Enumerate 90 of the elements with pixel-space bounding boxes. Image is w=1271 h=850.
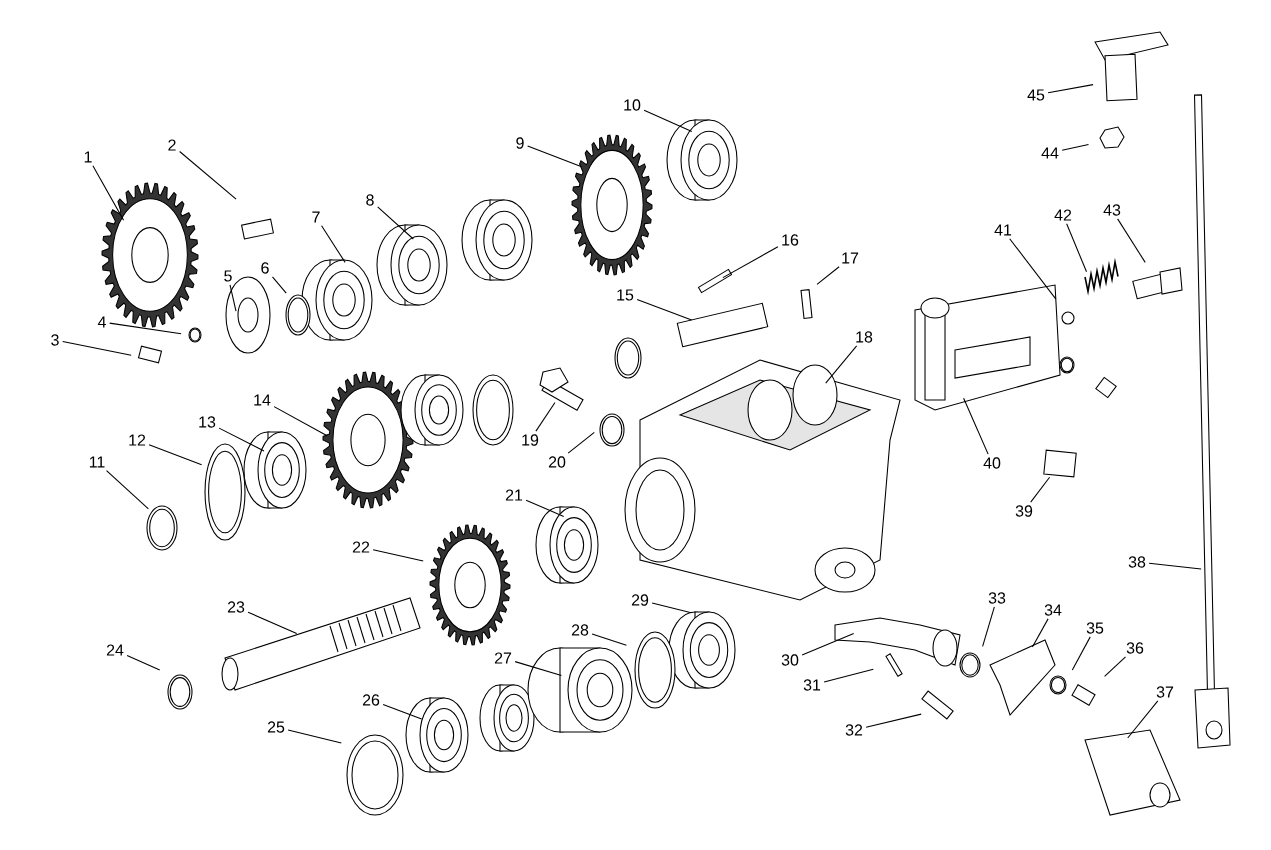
- callout-number: 29: [631, 594, 649, 606]
- leader-line: [1066, 223, 1088, 273]
- callout-number: 31: [803, 679, 821, 691]
- callout-number: 25: [267, 721, 285, 733]
- callout-number: 32: [845, 724, 863, 736]
- callout-number: 40: [983, 457, 1001, 469]
- leader-line: [1031, 618, 1049, 648]
- leader-line: [982, 606, 995, 647]
- callout-number: 11: [89, 456, 105, 468]
- leader-line: [377, 206, 414, 240]
- leader-line: [287, 729, 342, 744]
- leader-line: [963, 397, 989, 455]
- callout-number: 17: [842, 252, 859, 264]
- leader-line: [92, 165, 125, 221]
- leader-line: [1071, 636, 1091, 671]
- callout-number: 5: [224, 270, 232, 282]
- callout-number: 2: [168, 139, 176, 151]
- callout-number: 19: [522, 434, 539, 446]
- leader-line: [514, 661, 562, 676]
- leader-line: [271, 276, 287, 294]
- callout-number: 42: [1054, 209, 1072, 221]
- callout-number: 9: [516, 137, 524, 149]
- leader-line: [1009, 238, 1057, 300]
- leader-line: [62, 341, 132, 356]
- leader-line: [372, 549, 424, 562]
- callout-number: 13: [199, 416, 216, 428]
- callout-number: 26: [362, 694, 380, 706]
- callout-number: 28: [571, 624, 589, 636]
- leader-line: [722, 246, 779, 279]
- leader-line: [825, 345, 858, 384]
- leader-line: [567, 431, 595, 454]
- callout-number: 23: [227, 601, 245, 613]
- callout-number: 45: [1027, 89, 1045, 101]
- leader-line: [109, 322, 182, 335]
- callout-number: 18: [856, 331, 873, 343]
- callout-number: 27: [494, 652, 512, 664]
- callout-number: 14: [254, 394, 271, 406]
- leader-line: [218, 427, 265, 452]
- callout-number: 1: [84, 151, 92, 163]
- leader-line: [126, 654, 161, 671]
- callout-number: 22: [352, 541, 370, 553]
- leader-line: [1061, 143, 1090, 151]
- leader-line: [651, 602, 692, 614]
- callout-number: 36: [1126, 642, 1144, 654]
- callout-number: 20: [548, 456, 566, 468]
- callout-number: 4: [97, 316, 106, 328]
- leader-line: [148, 444, 203, 466]
- callout-number: 30: [781, 654, 799, 666]
- callout-number: 10: [624, 99, 641, 111]
- leader-line: [525, 499, 565, 517]
- leader-line: [801, 632, 855, 656]
- callout-number: 38: [1128, 556, 1146, 568]
- callout-number: 8: [366, 194, 374, 206]
- leader-line: [1047, 84, 1094, 94]
- leader-line: [1030, 476, 1051, 503]
- leader-line: [1117, 218, 1146, 263]
- leader-line: [179, 150, 237, 200]
- callout-number: 12: [129, 434, 146, 446]
- leader-line: [1127, 700, 1159, 739]
- leader-line: [321, 225, 346, 263]
- callout-number: 37: [1156, 686, 1174, 698]
- leader-line: [535, 401, 556, 432]
- callout-number: 41: [994, 224, 1012, 236]
- callout-number: 35: [1086, 622, 1104, 634]
- callout-number: 44: [1041, 147, 1059, 159]
- leader-line: [816, 266, 840, 285]
- callout-number: 43: [1103, 204, 1121, 216]
- callout-number: 16: [782, 234, 799, 246]
- leader-line: [1148, 562, 1202, 570]
- callout-number: 21: [505, 489, 523, 501]
- leader-line: [591, 633, 627, 646]
- callout-number: 39: [1015, 505, 1033, 517]
- callout-number: 33: [988, 592, 1006, 604]
- leader-line: [865, 713, 922, 728]
- leader-line: [382, 704, 423, 720]
- leader-line: [229, 284, 237, 312]
- leader-line: [823, 668, 874, 683]
- callout-number: 7: [312, 211, 320, 223]
- leader-line: [273, 406, 328, 437]
- leader-line: [1104, 656, 1127, 677]
- leader-line: [636, 299, 693, 321]
- leader-line: [643, 109, 693, 132]
- callout-number: 6: [261, 262, 269, 274]
- leader-line: [247, 611, 298, 634]
- callout-number: 3: [51, 334, 59, 346]
- callout-number: 15: [617, 289, 634, 301]
- callout-number: 34: [1044, 604, 1062, 616]
- callout-number: 24: [106, 644, 124, 656]
- leader-line: [106, 470, 149, 510]
- leader-line: [527, 145, 583, 168]
